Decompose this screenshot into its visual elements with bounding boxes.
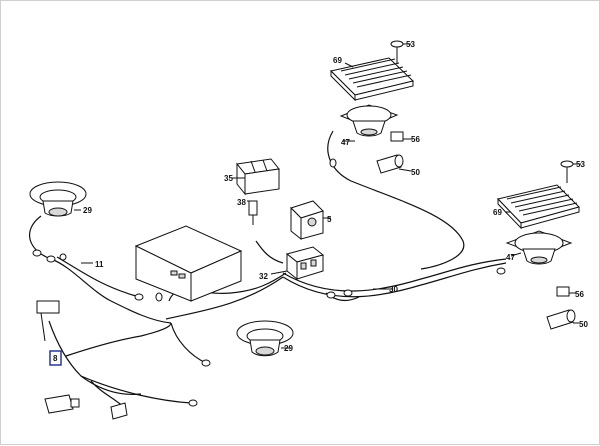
selected-callout-box[interactable] bbox=[49, 350, 62, 366]
grille-top bbox=[330, 57, 415, 102]
nut-right bbox=[556, 286, 570, 297]
relay-35 bbox=[236, 158, 280, 196]
callout-screw-top[interactable]: 53 bbox=[406, 40, 415, 49]
callout-grille-right[interactable]: 69 bbox=[493, 208, 502, 217]
callout-nut-right[interactable]: 56 bbox=[575, 290, 584, 299]
callout-filter-top[interactable]: 50 bbox=[411, 168, 420, 177]
connector-32 bbox=[285, 246, 325, 281]
callout-harness-left[interactable]: 11 bbox=[95, 260, 104, 269]
nut-top bbox=[390, 131, 404, 142]
callout-connector-lower[interactable]: 32 bbox=[259, 272, 268, 281]
callout-relay[interactable]: 35 bbox=[224, 174, 233, 183]
speaker-right bbox=[505, 230, 573, 265]
filter-top bbox=[376, 154, 404, 174]
callout-speaker-left[interactable]: 29 bbox=[83, 206, 92, 215]
callout-harness-selected[interactable]: 8 bbox=[53, 354, 58, 363]
wire-plugs bbox=[32, 158, 506, 407]
callout-grille-top[interactable]: 69 bbox=[333, 56, 342, 65]
plug-lower bbox=[44, 394, 128, 420]
speaker-left bbox=[29, 181, 87, 217]
callout-nut-top[interactable]: 56 bbox=[411, 135, 420, 144]
clip-38 bbox=[248, 200, 258, 225]
callout-filter-right[interactable]: 50 bbox=[579, 320, 588, 329]
callout-connector-block[interactable]: 5 bbox=[327, 215, 332, 224]
filter-right bbox=[546, 309, 576, 330]
callout-screw-right[interactable]: 53 bbox=[576, 160, 585, 169]
grille-right bbox=[497, 184, 580, 230]
connector-8 bbox=[36, 300, 60, 342]
connector-block-5 bbox=[290, 200, 324, 241]
callout-labels: 29 11 35 38 5 32 30 29 69 53 47 56 50 69… bbox=[53, 40, 588, 363]
callout-speaker-top[interactable]: 47 bbox=[341, 138, 350, 147]
callout-speaker-right[interactable]: 47 bbox=[506, 253, 515, 262]
callout-speaker-center[interactable]: 29 bbox=[284, 344, 293, 353]
speaker-top bbox=[339, 104, 399, 137]
leader-lines bbox=[74, 43, 581, 349]
callout-clip[interactable]: 38 bbox=[237, 198, 246, 207]
speaker-center bbox=[236, 320, 294, 357]
screw-right bbox=[560, 160, 574, 183]
callout-harness-main[interactable]: 30 bbox=[389, 285, 398, 294]
amplifier-unit bbox=[134, 225, 243, 302]
